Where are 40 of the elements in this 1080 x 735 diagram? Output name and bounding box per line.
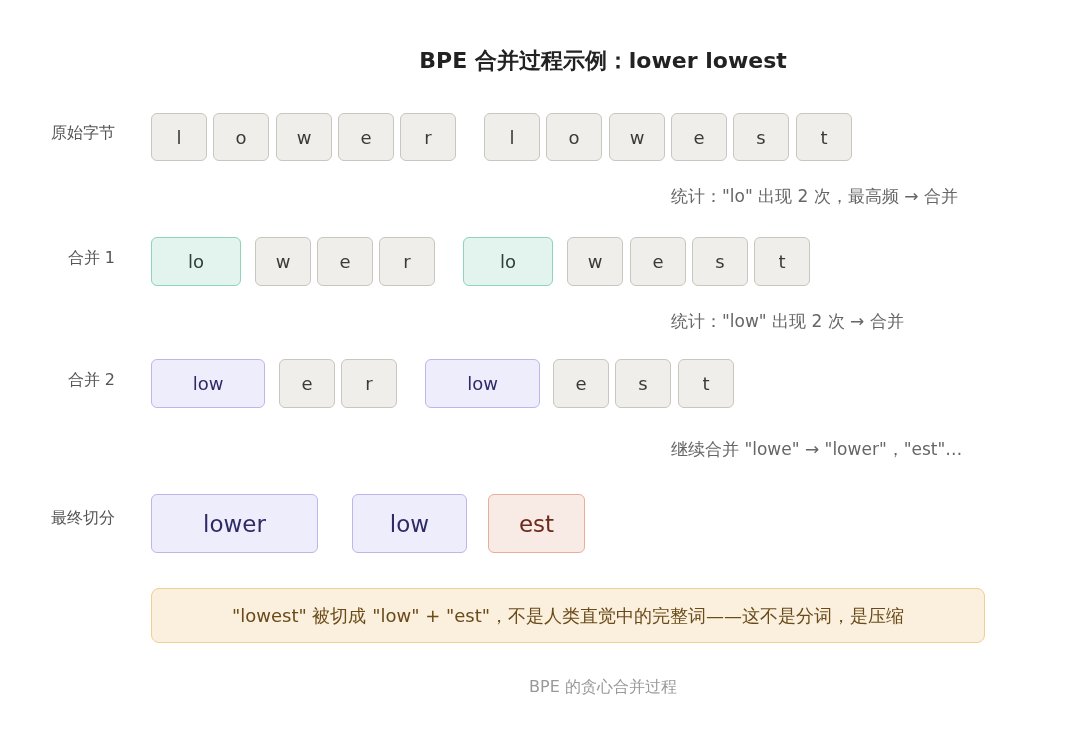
token-box: t [754, 237, 810, 286]
token-box: s [615, 359, 671, 408]
note-text: 统计："low" 出现 2 次 → 合并 [671, 310, 904, 333]
token-box: l [484, 113, 540, 161]
token-box: e [630, 237, 686, 286]
row-label: 合并 2 [67, 370, 115, 391]
merged-token-box: low [425, 359, 540, 408]
token-box: r [400, 113, 456, 161]
token-box: e [553, 359, 609, 408]
note-callout-box: "lowest" 被切成 "low" + "est"，不是人类直觉中的完整词——这不是分词，是压缩 [151, 588, 985, 643]
token-box: r [341, 359, 397, 408]
token-box: w [567, 237, 623, 286]
token-box: o [546, 113, 602, 161]
note-text: 继续合并 "lowe" → "lower"，"est"… [671, 438, 963, 461]
token-box: t [796, 113, 852, 161]
token-box: l [151, 113, 207, 161]
merged-token-box: lo [151, 237, 241, 286]
token-box: w [276, 113, 332, 161]
token-box: t [678, 359, 734, 408]
row-label: 原始字节 [51, 123, 115, 144]
note-text: 统计："lo" 出现 2 次，最高频 → 合并 [671, 185, 958, 208]
token-box: e [279, 359, 335, 408]
token-box: s [733, 113, 789, 161]
token-box: e [338, 113, 394, 161]
token-box: s [692, 237, 748, 286]
final-token-box: est [488, 494, 585, 553]
token-box: e [671, 113, 727, 161]
title: BPE 合并过程示例：lower lowest [419, 47, 787, 75]
token-box: w [609, 113, 665, 161]
row-label: 合并 1 [67, 248, 115, 269]
merged-token-box: lo [463, 237, 553, 286]
caption: BPE 的贪心合并过程 [529, 677, 677, 698]
final-token-box: low [352, 494, 467, 553]
merged-token-box: low [151, 359, 265, 408]
token-box: e [317, 237, 373, 286]
token-box: o [213, 113, 269, 161]
final-token-box: lower [151, 494, 318, 553]
token-box: r [379, 237, 435, 286]
token-box: w [255, 237, 311, 286]
row-label: 最终切分 [51, 508, 115, 529]
